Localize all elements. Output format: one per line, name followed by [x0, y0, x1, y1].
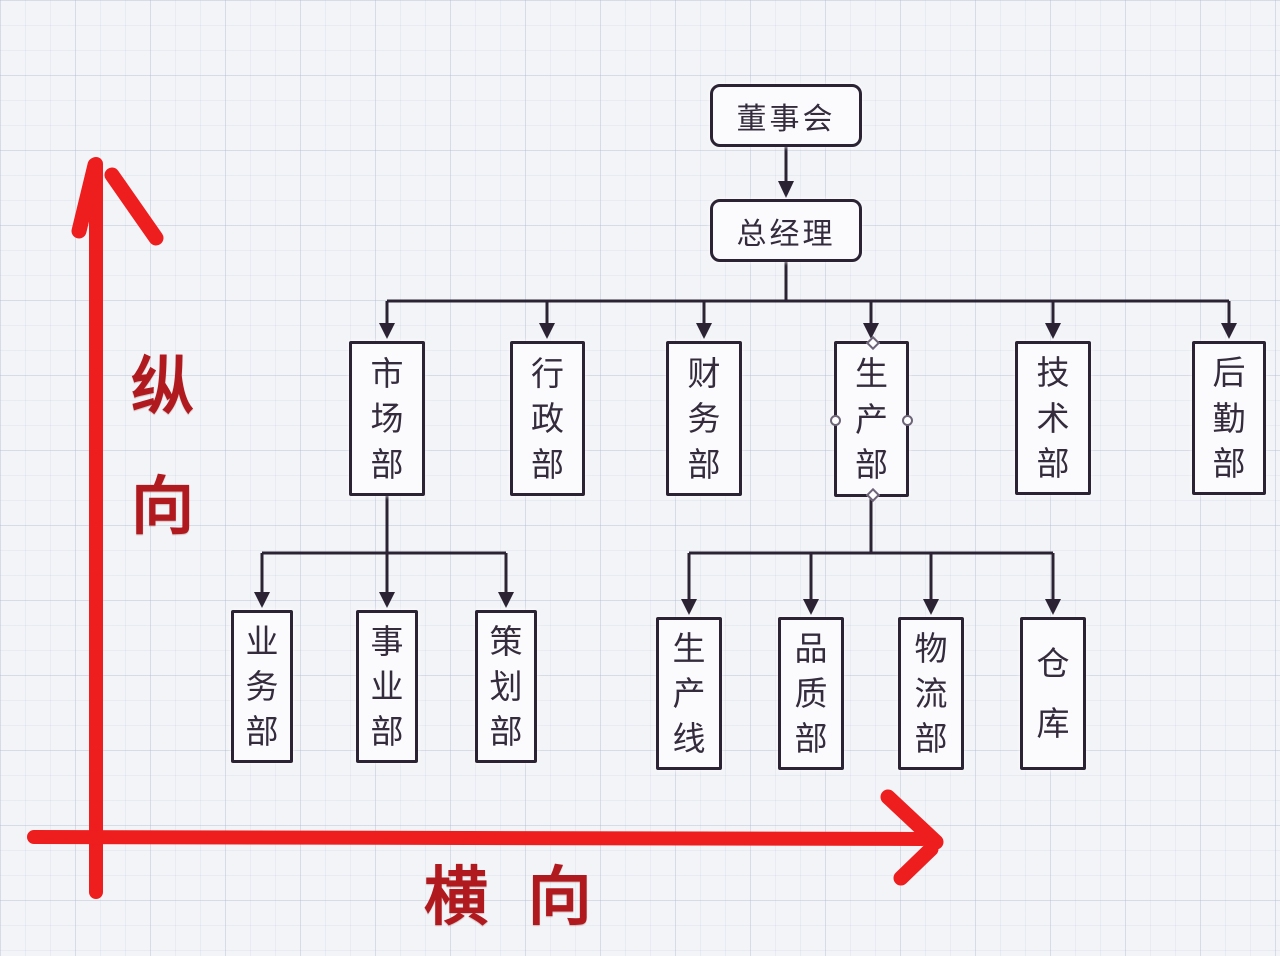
box-production-dept[interactable]: 生产部 — [830, 335, 913, 503]
box-planning-dept-label: 策划部 — [489, 623, 523, 750]
box-finance-dept[interactable]: 财务部 — [666, 341, 742, 496]
box-business-dept[interactable]: 业务部 — [231, 610, 293, 763]
vertical-arrowhead-right-stroke — [104, 167, 164, 246]
box-marketing-dept-label: 市场部 — [370, 354, 404, 483]
box-logistics-support-dept[interactable]: 后勤部 — [1192, 341, 1266, 495]
box-enterprise-dept-label: 事业部 — [370, 623, 404, 750]
box-technology-dept-label: 技术部 — [1036, 354, 1070, 482]
box-marketing-dept[interactable]: 市场部 — [349, 341, 425, 496]
box-production-line-label: 生产线 — [672, 630, 706, 757]
horizontal-arrow-line — [27, 830, 929, 846]
box-admin-dept[interactable]: 行政部 — [510, 341, 585, 496]
vertical-axis-label: 纵向 — [131, 352, 194, 542]
selection-handle-left[interactable] — [830, 415, 841, 426]
box-board-of-directors[interactable]: 董事会 — [710, 84, 862, 147]
arrowheads — [254, 181, 1237, 615]
box-warehouse[interactable]: 仓库 — [1020, 617, 1086, 770]
box-quality-dept[interactable]: 品质部 — [778, 617, 844, 770]
box-quality-dept-label: 品质部 — [794, 630, 828, 757]
vertical-arrowhead-left-stroke — [71, 157, 103, 239]
horizontal-arrowhead-bottom-stroke — [893, 841, 939, 886]
box-logistics-dept-label: 物流部 — [914, 630, 948, 757]
horizontal-arrowhead-top-stroke — [880, 789, 944, 850]
selection-handle-right[interactable] — [902, 415, 913, 426]
box-logistics-dept[interactable]: 物流部 — [898, 617, 964, 770]
box-technology-dept[interactable]: 技术部 — [1015, 341, 1091, 495]
box-production-dept-label: 生产部 — [855, 354, 888, 484]
box-general-manager[interactable]: 总经理 — [710, 199, 862, 262]
box-warehouse-label: 仓库 — [1036, 645, 1070, 742]
box-board-of-directors-label: 董事会 — [736, 102, 836, 136]
horizontal-axis-label: 横向 — [424, 862, 632, 933]
box-enterprise-dept[interactable]: 事业部 — [356, 610, 418, 763]
box-business-dept-label: 业务部 — [245, 623, 279, 750]
box-production-line[interactable]: 生产线 — [656, 617, 722, 770]
box-admin-dept-label: 行政部 — [531, 354, 564, 483]
box-logistics-support-dept-label: 后勤部 — [1212, 354, 1246, 482]
box-general-manager-label: 总经理 — [736, 217, 836, 251]
box-planning-dept[interactable]: 策划部 — [475, 610, 537, 763]
box-finance-dept-label: 财务部 — [687, 354, 721, 483]
